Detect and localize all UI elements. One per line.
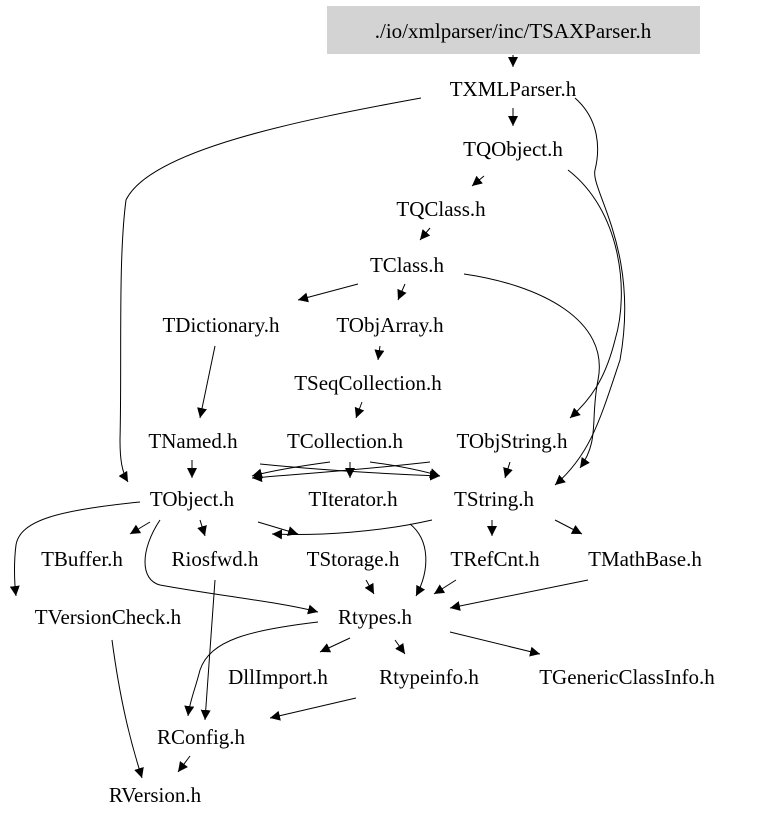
node-trefcnt[interactable]: TRefCnt.h (450, 547, 540, 571)
edge-tdictionary-tnamed (197, 345, 216, 419)
node-tqobject[interactable]: TQObject.h (463, 137, 563, 161)
edge-tclass-tstring (463, 273, 600, 469)
node-tqclass[interactable]: TQClass.h (396, 197, 486, 221)
edge-rtypes-rtypeinfo (394, 639, 406, 655)
edge-tversioncheck-rversion (111, 639, 144, 779)
node-tobject[interactable]: TObject.h (150, 487, 235, 511)
edge-tobjarray-tseqcollection (374, 345, 385, 361)
node-tversioncheck[interactable]: TVersionCheck.h (35, 605, 182, 629)
node-tcollection[interactable]: TCollection.h (287, 429, 404, 453)
node-rtypes[interactable]: Rtypes.h (338, 605, 413, 629)
node-root[interactable]: ./io/xmlparser/inc/TSAXParser.h (375, 19, 652, 43)
node-tobjarray[interactable]: TObjArray.h (336, 313, 444, 337)
node-rconfig[interactable]: RConfig.h (157, 725, 246, 749)
edge-rtypes-dllimport (319, 637, 351, 653)
edge-tstring-tobject-back (271, 519, 433, 540)
node-tclass[interactable]: TClass.h (370, 253, 445, 277)
edge-tqclass-tclass (419, 227, 431, 241)
node-tmathbase[interactable]: TMathBase.h (588, 547, 702, 571)
edge-tobjstring-tobject (251, 461, 431, 483)
node-txmlparser[interactable]: TXMLParser.h (450, 77, 577, 101)
edge-tobject-rtypes (144, 519, 319, 615)
node-riosfwd[interactable]: Riosfwd.h (172, 547, 259, 571)
edge-riosfwd-rconfig (200, 579, 216, 721)
edge-rtypes-rconfig (184, 621, 319, 717)
edge-tobject-tversioncheck-back (129, 521, 151, 535)
edge-tobject-tbuffer (9, 501, 141, 597)
edge-tobject-riosfwd (197, 519, 207, 537)
node-rtypeinfo[interactable]: Rtypeinfo.h (379, 665, 479, 689)
edge-tclass-tobjarray (397, 283, 407, 301)
edge-rtypes-tgenericclassinfo (449, 631, 541, 657)
node-titerator[interactable]: TIterator.h (308, 487, 398, 511)
edge-tobject-tstorage (257, 521, 299, 536)
edge-tqobject-tqclass (471, 175, 485, 187)
node-tnamed[interactable]: TNamed.h (148, 429, 238, 453)
node-tobjstring[interactable]: TObjString.h (456, 429, 568, 453)
edge-tseqcollection-tcollection (354, 401, 365, 419)
node-rversion[interactable]: RVersion.h (109, 783, 202, 807)
edge-txmlparser-tstring (554, 97, 626, 486)
nodes: ./io/xmlparser/inc/TSAXParser.h TXMLPars… (35, 19, 715, 807)
node-dllimport[interactable]: DllImport.h (228, 665, 328, 689)
node-tstring[interactable]: TString.h (454, 487, 534, 511)
edge-tstring-rtypes (409, 523, 427, 597)
edge-txmlparser-tobject (118, 97, 422, 483)
edge-tstorage-rtypes (364, 579, 375, 595)
node-tbuffer[interactable]: TBuffer.h (41, 547, 123, 571)
node-tdictionary[interactable]: TDictionary.h (162, 313, 280, 337)
root-node-box (327, 6, 700, 54)
edge-tobjstring-tstring (503, 461, 513, 479)
edge-trefcnt-rtypes (433, 579, 457, 595)
edge-rconfig-rversion (177, 755, 191, 773)
node-tseqcollection[interactable]: TSeqCollection.h (294, 371, 442, 395)
edge-tmathbase-rtypes (449, 579, 589, 611)
edge-tclass-tdictionary (297, 283, 359, 303)
node-tgenericclassinfo[interactable]: TGenericClassInfo.h (539, 665, 715, 689)
node-tstorage[interactable]: TStorage.h (307, 547, 400, 571)
edge-rtypeinfo-rconfig (269, 697, 357, 721)
edge-tstring-tmathbase (554, 519, 583, 535)
edge-tqobject-tobjstring (567, 169, 622, 419)
edge-tcollection-tstring (369, 461, 441, 478)
edges (9, 55, 626, 779)
